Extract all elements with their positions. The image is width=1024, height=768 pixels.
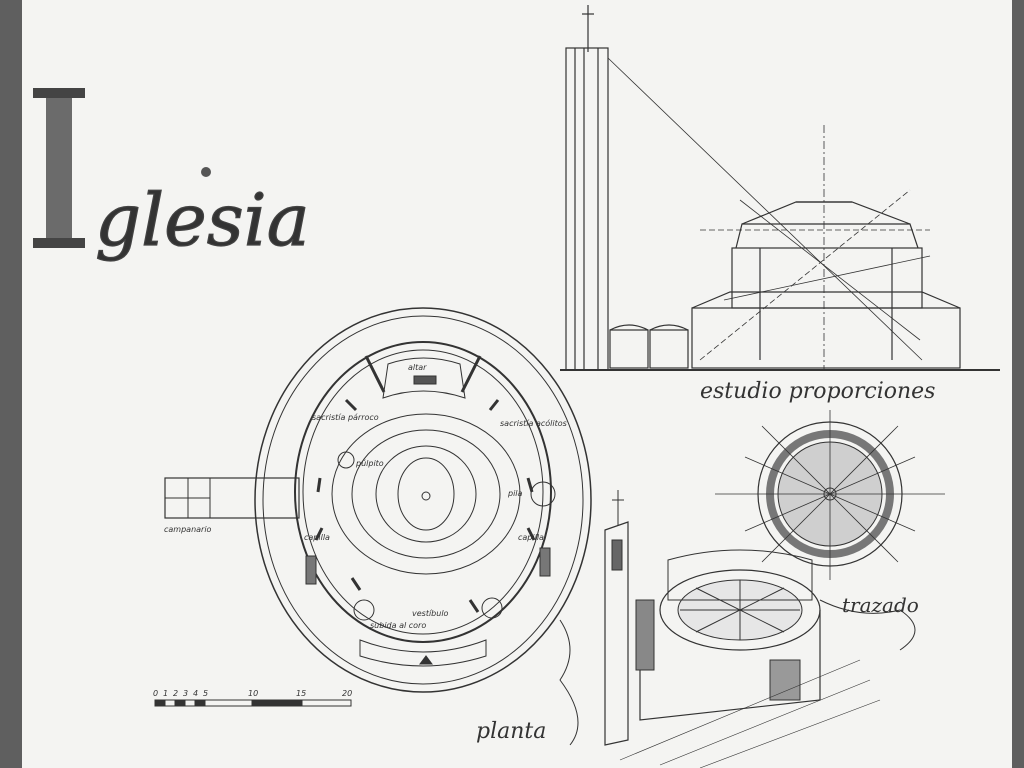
plan-label-sacristia-accolitos: sacristía acólitos — [500, 418, 567, 428]
scale-tick: 3 — [183, 689, 188, 698]
scale-tick: 2 — [173, 689, 178, 698]
scale-ticks: 0 1 2 3 4 5 10 15 20 — [153, 689, 352, 698]
floor-plan — [164, 307, 592, 693]
perspective-drawing — [559, 490, 916, 768]
title-block: I glesia — [33, 88, 310, 263]
plan-label-vestibulo: vestíbulo — [412, 609, 449, 618]
plan-label-altar: altar — [408, 363, 427, 372]
plan-label-campanario: campanario — [164, 525, 212, 534]
scale-tick: 1 — [163, 689, 168, 698]
scale-tick: 20 — [342, 689, 352, 698]
plan-caption: planta — [476, 719, 546, 744]
title-script: glesia — [95, 178, 310, 262]
plan-label-pila: pila — [507, 489, 523, 498]
plan-label-capilla-left: capilla — [304, 533, 330, 542]
scale-tick: 10 — [248, 689, 258, 698]
scale-bar — [154, 699, 352, 707]
scale-tick: 15 — [296, 689, 306, 698]
right-border — [1012, 0, 1024, 768]
plan-label-subida-coro: subida al coro — [370, 621, 426, 630]
trazado-drawing — [715, 410, 945, 580]
scale-tick: 5 — [203, 689, 208, 698]
drawing-sheet — [22, 0, 1012, 768]
plan-label-capilla-right: capilla — [518, 533, 544, 542]
scale-tick: 0 — [153, 689, 158, 698]
elevation-caption: estudio proporciones — [700, 379, 935, 404]
plan-label-sacristia-parroco: sacristía párroco — [312, 413, 379, 422]
scale-tick: 4 — [193, 689, 198, 698]
title-initial-letter: I — [33, 88, 85, 248]
plan-label-pulpito: púlpito — [355, 459, 384, 468]
left-border — [0, 0, 22, 768]
title-dot — [201, 167, 211, 177]
elevation-drawing — [560, 5, 1000, 371]
